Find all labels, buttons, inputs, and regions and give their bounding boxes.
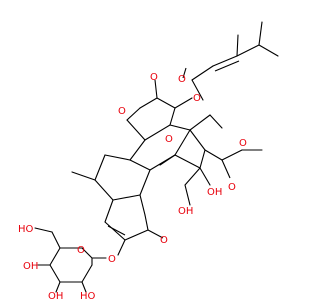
oh-ring-2: OH (178, 206, 193, 217)
oh-ring-1: OH (207, 187, 222, 198)
o-ketone: O (160, 235, 168, 246)
skeletal-formula: O O O O O O O OH OH O O O HO OH OH HO (18, 21, 279, 300)
lactone-ring-bonds (126, 79, 193, 141)
o-methyl-ester: O (239, 138, 247, 149)
oh-sugar-ch2: HO (18, 224, 34, 235)
o-ester-link: O (193, 93, 201, 104)
core-ring-bonds (71, 114, 223, 241)
substituent-bonds (184, 149, 263, 206)
o-sugar-ring: O (77, 245, 85, 256)
oh-sugar-3: HO (80, 291, 96, 300)
o-methyl-ester-carbonyl: O (228, 182, 236, 193)
o-lactone-carbonyl: O (150, 72, 158, 83)
o-ether-bridge: O (165, 134, 173, 145)
sugar-bonds (34, 227, 126, 293)
oh-sugar-2: OH (48, 291, 63, 300)
atom-labels: O O O O O O O OH OH O O O HO OH OH HO (18, 72, 247, 300)
oh-sugar-1: OH (23, 261, 38, 272)
side-chain-bonds (182, 21, 279, 101)
o-ester-carbonyl-top: O (178, 74, 186, 85)
molecule-structure-canvas: O O O O O O O OH OH O O O HO OH OH HO (18, 21, 279, 300)
o-glycoside-link: O (108, 254, 116, 265)
o-lactone-ring: O (118, 106, 126, 117)
